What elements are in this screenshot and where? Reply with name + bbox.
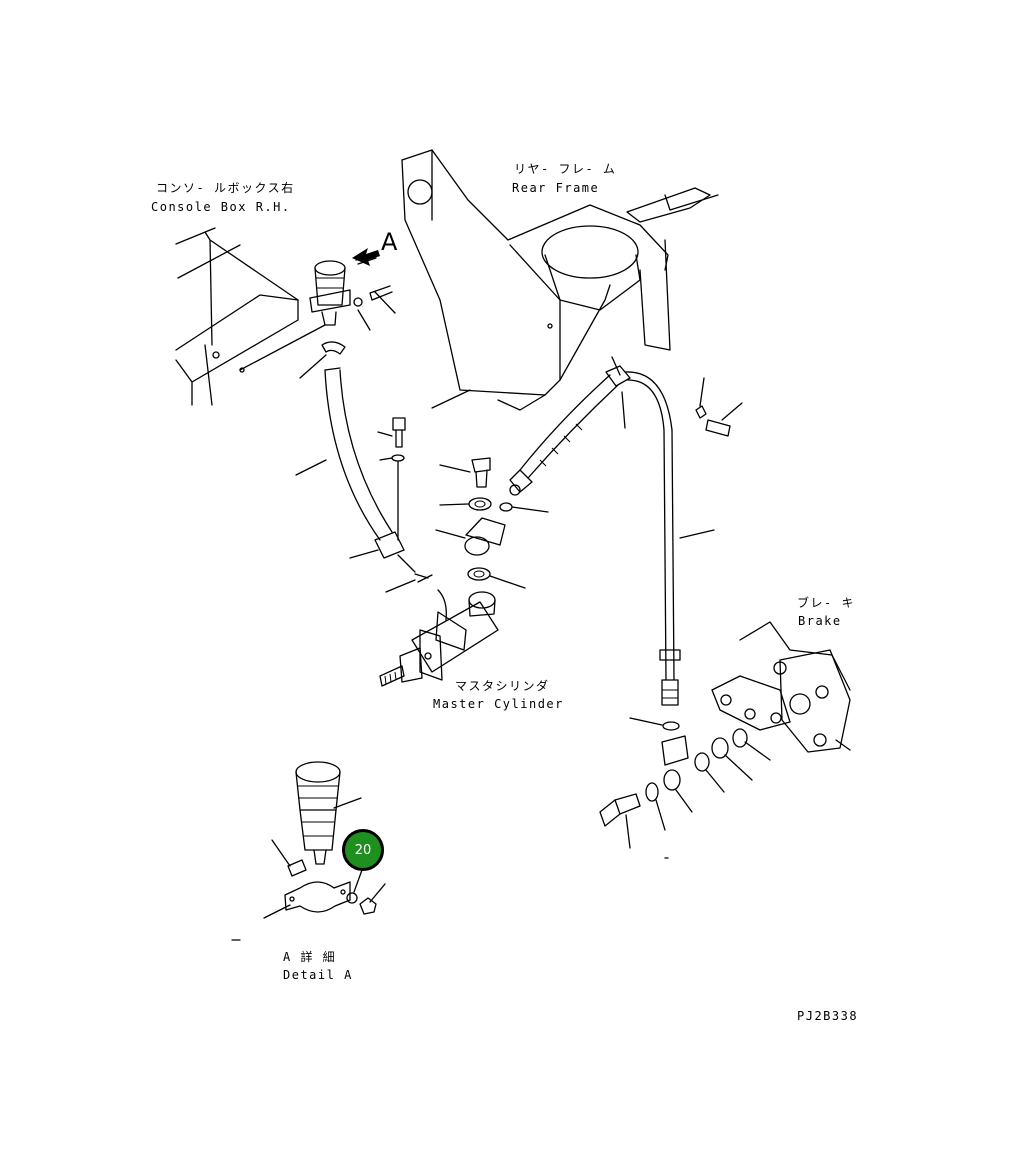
- rear-frame-label-jp: リヤ- フレ- ム: [514, 162, 617, 176]
- console-box-drawing: [175, 227, 326, 406]
- view-a-marker: A: [381, 228, 398, 256]
- brake-label-en: Brake: [798, 614, 842, 628]
- master-cylinder-drawing: [379, 589, 499, 687]
- rear-frame-drawing: [401, 149, 719, 411]
- callout-badge-20[interactable]: 20: [342, 829, 384, 871]
- detail-a-label-en: Detail A: [283, 968, 353, 982]
- brake-tube-drawing: [599, 405, 748, 827]
- console-box-label-jp: コンソ- ルボックス右: [156, 181, 295, 195]
- console-box-label-en: Console Box R.H.: [151, 200, 291, 214]
- detail-a-label-jp: A 詳 細: [283, 950, 337, 964]
- fittings-center-drawing: [391, 417, 513, 581]
- callout-number: 20: [354, 842, 372, 858]
- reservoir-hose-drawing: [324, 367, 433, 583]
- brake-label-jp: ブレ- キ: [797, 596, 855, 610]
- master-cylinder-label-en: Master Cylinder: [433, 697, 564, 711]
- leader-lines: [231, 291, 851, 941]
- reservoir-drawing: [309, 260, 393, 355]
- brake-hose-drawing: [509, 365, 673, 496]
- master-cylinder-label-jp: マスタシリンダ: [455, 679, 550, 693]
- detail-a-reservoir-drawing: [284, 761, 377, 915]
- drawing-number: PJ2B338: [797, 1009, 859, 1023]
- brake-housing-drawing: [711, 621, 851, 753]
- rear-frame-label-en: Rear Frame: [512, 181, 600, 195]
- double-arrow-icon: [352, 248, 380, 266]
